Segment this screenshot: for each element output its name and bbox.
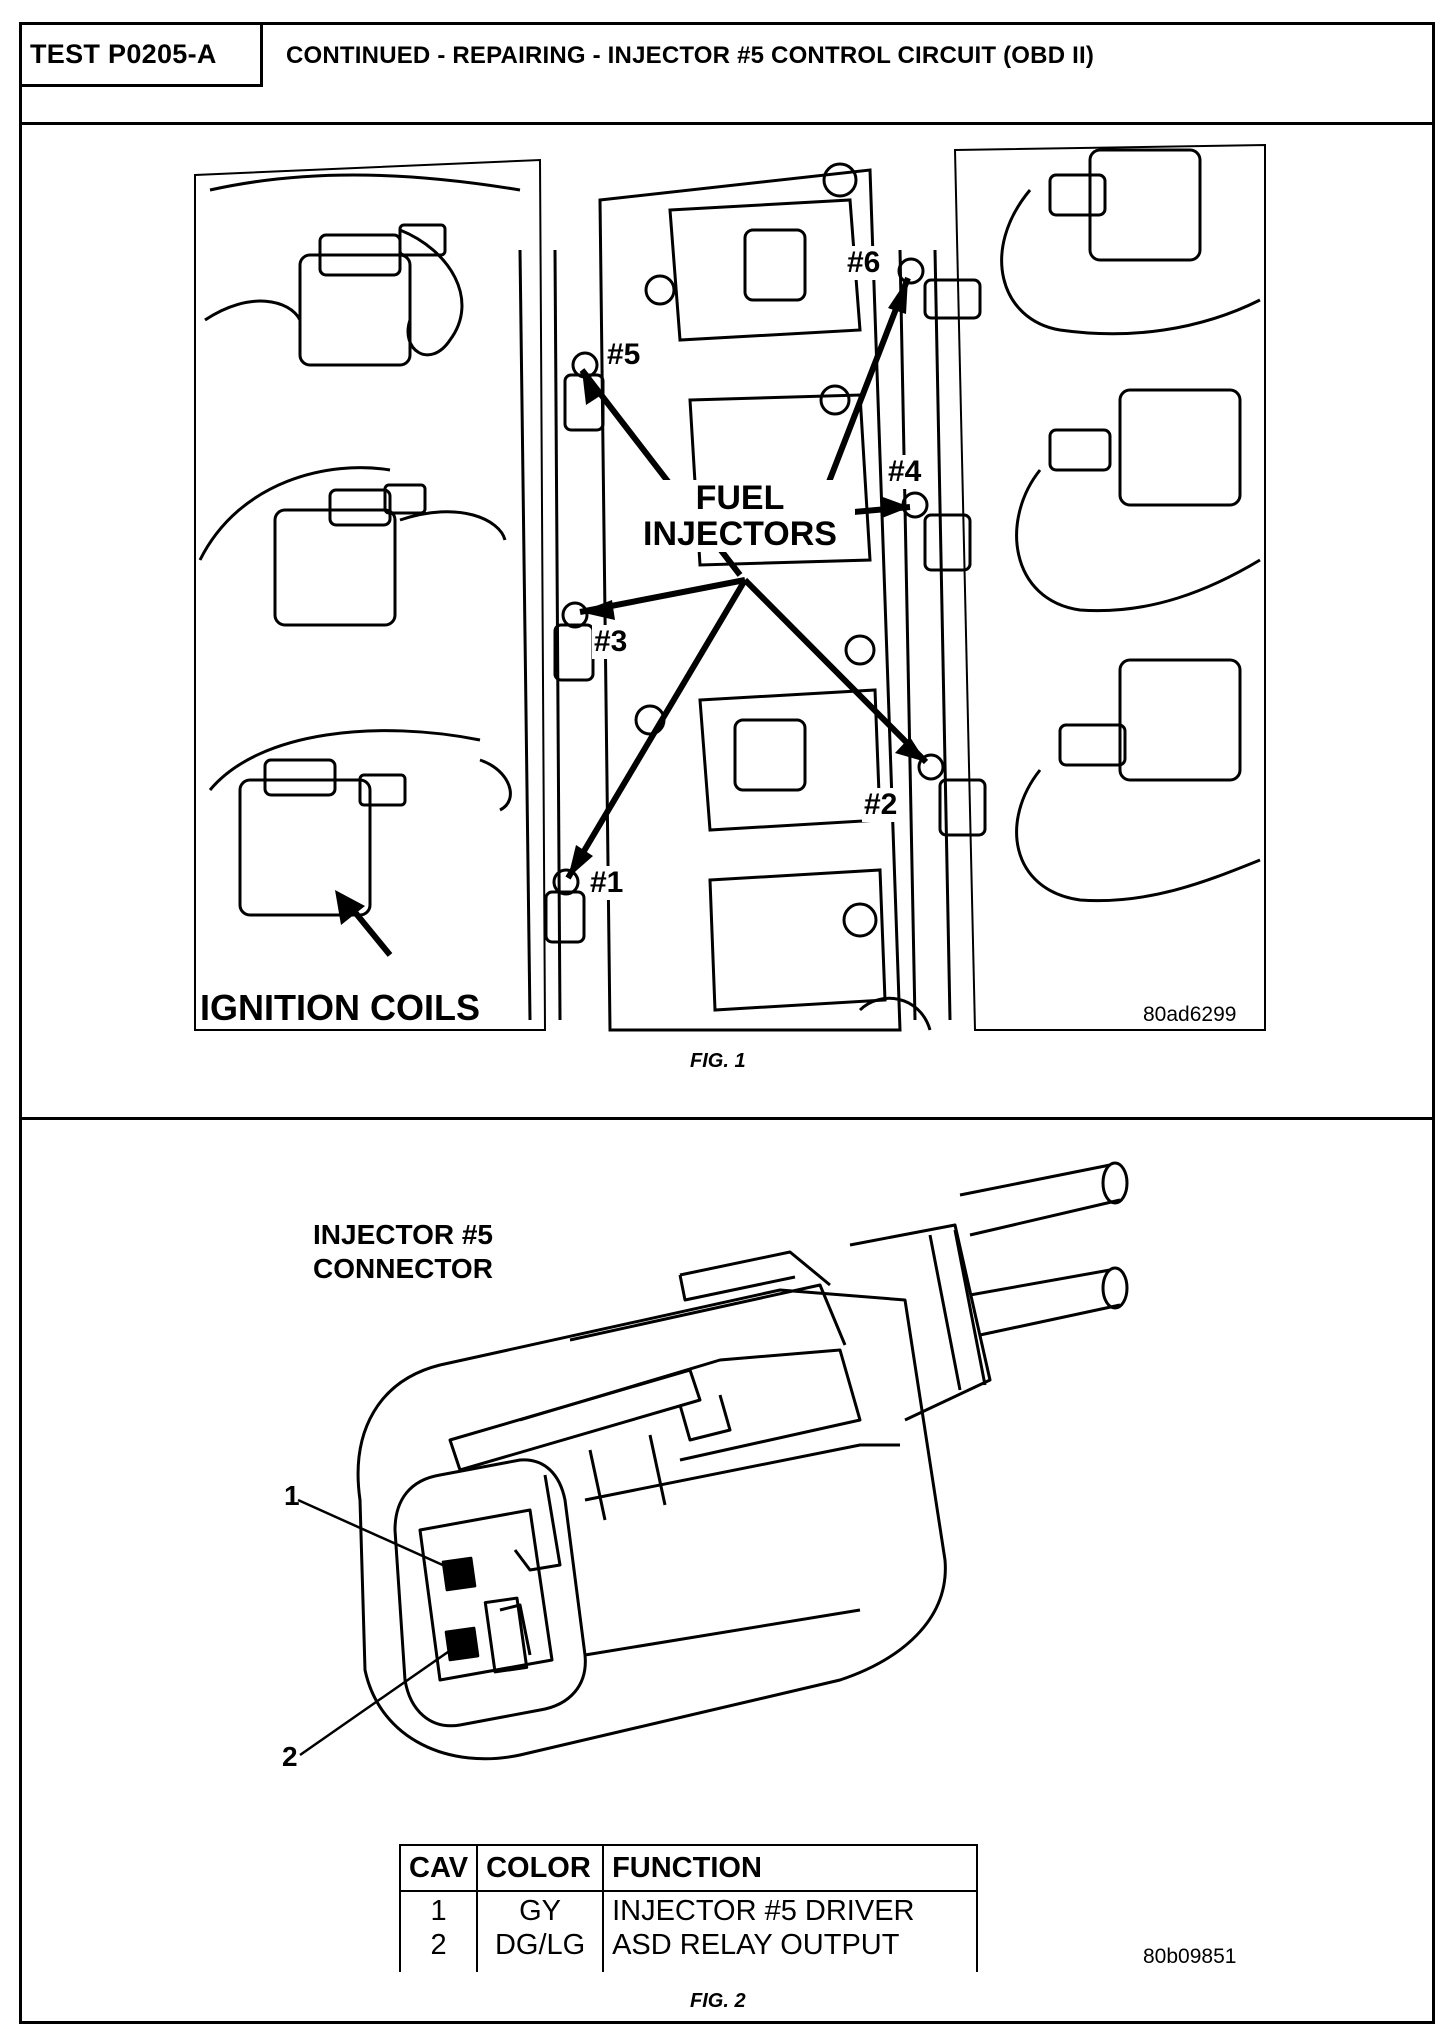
fig2-caption: FIG. 2 (690, 1990, 746, 2012)
fig1-reference-code: 80ad6299 (1143, 1003, 1237, 1026)
pinout-header-row: CAV COLOR FUNCTION (398, 1844, 979, 1892)
pinout-table: CAV COLOR FUNCTION 1 2 GY DG/LG INJECTOR… (398, 1844, 979, 1972)
test-id: TEST P0205-A (22, 25, 263, 87)
cav-1: 1 (430, 1895, 447, 1927)
ignition-coils-callout: IGNITION COILS (196, 990, 485, 1026)
connector-title: INJECTOR #5 CONNECTOR (313, 1219, 493, 1284)
injector-6-label: #6 (845, 246, 883, 280)
function-2: ASD RELAY OUTPUT (612, 1929, 900, 1961)
injector-3-label: #3 (592, 625, 630, 659)
function-column: INJECTOR #5 DRIVER ASD RELAY OUTPUT (602, 1890, 979, 1972)
color-2: DG/LG (494, 1929, 586, 1961)
test-title: CONTINUED - REPAIRING - INJECTOR #5 CONT… (286, 42, 1095, 69)
document-frame: TEST P0205-A CONTINUED - REPAIRING - INJ… (19, 22, 1435, 2024)
injector-2-label: #2 (862, 788, 900, 822)
header: TEST P0205-A CONTINUED - REPAIRING - INJ… (22, 25, 1432, 125)
pinout-data-row: 1 2 GY DG/LG INJECTOR #5 DRIVER ASD RELA… (398, 1890, 979, 1972)
color-1: GY (519, 1895, 562, 1927)
cav-2: 2 (430, 1929, 447, 1961)
pin-2-label: 2 (282, 1741, 298, 1772)
color-column: GY DG/LG (476, 1890, 605, 1972)
figure-1-panel (22, 122, 1432, 1120)
header-color: COLOR (476, 1844, 605, 1892)
injector-5-label: #5 (605, 338, 643, 372)
header-function: FUNCTION (602, 1844, 979, 1892)
pin-1-label: 1 (284, 1480, 300, 1511)
function-1: INJECTOR #5 DRIVER (612, 1895, 915, 1927)
injector-1-label: #1 (588, 866, 626, 900)
header-cav: CAV (398, 1844, 479, 1892)
injector-4-label: #4 (886, 455, 924, 489)
fig2-reference-code: 80b09851 (1143, 1945, 1237, 1968)
fuel-injectors-callout: FUEL INJECTORS (625, 480, 855, 552)
cav-column: 1 2 (398, 1890, 479, 1972)
fig1-caption: FIG. 1 (690, 1050, 746, 1072)
